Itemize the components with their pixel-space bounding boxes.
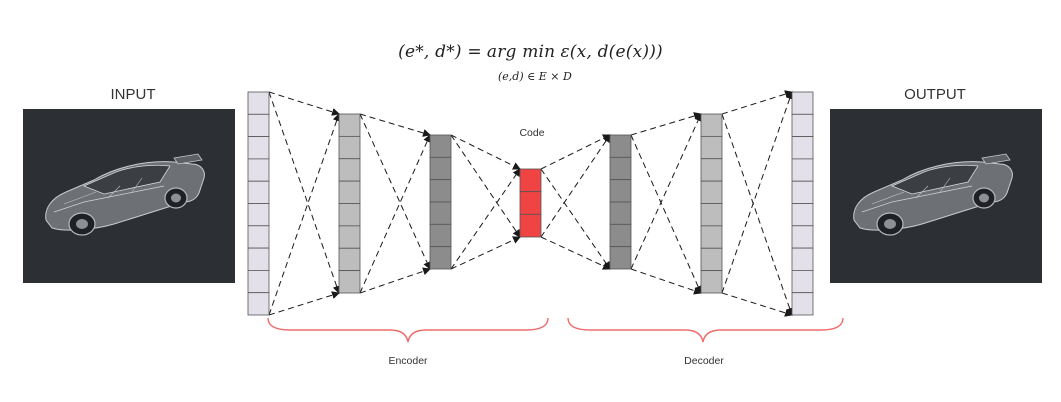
encoder-hidden-1-unit xyxy=(338,180,361,204)
decoder-hidden-2-unit xyxy=(700,203,723,227)
encoder-hidden-1 xyxy=(338,113,361,294)
decoder-hidden-2 xyxy=(700,113,723,294)
encoder-hidden-1-unit xyxy=(338,203,361,227)
decoder-hidden-1-unit xyxy=(609,179,632,203)
layer-connectors xyxy=(268,90,794,317)
connector-line xyxy=(450,134,521,170)
input-layer-unit xyxy=(247,136,270,160)
code-layer-unit xyxy=(519,191,542,215)
connector-line xyxy=(721,292,793,317)
connector-line xyxy=(540,168,611,270)
formula-operator: arg min xyxy=(486,42,556,62)
input-layer-unit xyxy=(247,91,270,115)
encoder-hidden-1-unit xyxy=(338,270,361,294)
connector-line xyxy=(359,113,431,270)
encoder-hidden-2-unit xyxy=(429,179,452,203)
input-image xyxy=(23,109,235,283)
output-layer-unit xyxy=(791,91,814,115)
connector-line xyxy=(359,267,431,294)
connector-line xyxy=(721,113,794,316)
encoder-hidden-1-unit xyxy=(338,247,361,272)
code-layer xyxy=(519,168,542,238)
output-layer-unit xyxy=(791,247,814,271)
decoder-hidden-1-unit xyxy=(609,201,632,225)
decoder-hidden-1 xyxy=(609,134,632,270)
connector-line xyxy=(630,134,702,294)
output-layer-unit xyxy=(791,269,814,294)
encoder-hidden-2-unit xyxy=(429,246,452,270)
encoder-hidden-2 xyxy=(429,134,452,270)
connector-line xyxy=(721,91,794,294)
connector-line xyxy=(540,134,611,238)
output-layer xyxy=(791,91,814,316)
input-layer-unit xyxy=(247,158,270,182)
decoder-hidden-1-unit xyxy=(609,246,632,270)
output-image xyxy=(830,109,1042,283)
encoder-hidden-2-unit xyxy=(429,223,452,248)
decoder-hidden-1-unit xyxy=(609,223,632,248)
input-layer-unit xyxy=(247,269,270,294)
decoder-hidden-2-unit xyxy=(700,135,723,160)
input-layer-unit xyxy=(247,113,270,138)
decoder-hidden-2-unit xyxy=(700,113,723,137)
input-layer xyxy=(247,91,270,316)
encoder-hidden-2-unit xyxy=(429,156,452,181)
connector-line xyxy=(450,168,521,270)
connector-line xyxy=(268,91,341,294)
formula-lhs: (e*, d*) = xyxy=(398,42,482,62)
network-layers xyxy=(247,91,814,316)
connector-line xyxy=(721,90,793,115)
input-layer-unit xyxy=(247,292,270,316)
connector-line xyxy=(630,113,702,270)
output-layer-unit xyxy=(791,158,814,182)
connector-line xyxy=(450,236,521,270)
decoder-hidden-2-unit xyxy=(700,270,723,294)
decoder-hidden-2-unit xyxy=(700,247,723,272)
encoder-hidden-1-unit xyxy=(338,158,361,182)
connector-line xyxy=(630,268,702,295)
output-layer-unit xyxy=(791,292,814,316)
code-label: Code xyxy=(519,127,544,139)
decoder-hidden-2-unit xyxy=(700,225,723,249)
encoder-hidden-1-unit xyxy=(338,225,361,249)
output-layer-unit xyxy=(791,203,814,227)
encoder-brace xyxy=(267,317,549,343)
decoder-hidden-1-unit xyxy=(609,134,632,158)
connector-line xyxy=(268,113,341,316)
connector-line xyxy=(630,112,702,136)
code-layer-unit xyxy=(519,213,542,238)
output-layer-unit xyxy=(791,225,814,249)
objective-formula: (e*, d*) = arg min ε(x, d(e(x))) xyxy=(0,42,1061,62)
decoder-hidden-1-unit xyxy=(609,156,632,181)
code-layer-unit xyxy=(519,168,542,193)
formula-rhs: ε(x, d(e(x))) xyxy=(560,42,663,62)
connector-line xyxy=(540,236,611,270)
connector-line xyxy=(359,113,431,137)
connector-line xyxy=(268,91,340,116)
connector-line xyxy=(540,134,611,170)
input-layer-unit xyxy=(247,180,270,204)
encoder-label: Encoder xyxy=(388,355,428,367)
connector-line xyxy=(268,291,340,316)
encoder-hidden-2-unit xyxy=(429,201,452,225)
output-layer-unit xyxy=(791,136,814,160)
input-layer-unit xyxy=(247,203,270,227)
encoder-hidden-1-unit xyxy=(338,113,361,137)
encoder-hidden-2-unit xyxy=(429,134,452,158)
decoder-hidden-2-unit xyxy=(700,180,723,204)
input-label: INPUT xyxy=(111,86,156,103)
formula-subscript: (e,d) ∈ E × D xyxy=(498,70,572,83)
connector-line xyxy=(359,134,431,294)
output-layer-unit xyxy=(791,180,814,204)
decoder-label: Decoder xyxy=(684,355,724,367)
connector-line xyxy=(450,134,521,238)
input-layer-unit xyxy=(247,247,270,271)
output-label: OUTPUT xyxy=(904,86,966,103)
decoder-brace xyxy=(567,317,844,343)
decoder-hidden-2-unit xyxy=(700,158,723,182)
encoder-hidden-1-unit xyxy=(338,135,361,160)
output-layer-unit xyxy=(791,113,814,138)
input-layer-unit xyxy=(247,225,270,249)
